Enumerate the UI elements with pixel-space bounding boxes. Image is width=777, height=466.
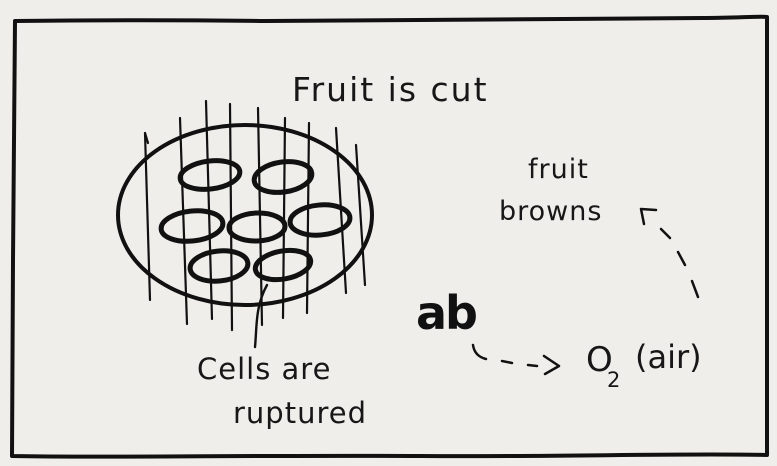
oxygen-note: (air) — [635, 338, 702, 376]
arrow-to-browning-dash-1 — [692, 281, 698, 297]
diagram-title: Fruit is cut — [292, 70, 489, 109]
cell-3 — [160, 208, 225, 244]
cells-label-line1: Cells are — [197, 352, 331, 386]
slice-line-5 — [258, 108, 262, 325]
cell-2 — [252, 158, 314, 196]
cell-4 — [229, 212, 286, 242]
oxygen-subscript: 2 — [607, 368, 620, 392]
slice-line-9 — [356, 145, 365, 285]
arrow-to-oxygen-dash-3 — [528, 365, 537, 366]
browning-label-line2: browns — [499, 196, 602, 227]
cell-6 — [189, 248, 250, 284]
browning-label-line1: fruit — [528, 154, 589, 185]
arrow-to-browning — [641, 209, 698, 297]
enzyme-symbol: ab — [416, 286, 476, 340]
cells — [160, 157, 352, 284]
arrow-to-oxygen-dash-1 — [473, 345, 486, 359]
slice-line-4 — [230, 104, 232, 330]
arrow-to-oxygen-head — [544, 356, 559, 374]
arrow-to-browning-dash-2 — [678, 252, 685, 265]
arrow-to-browning-dash-3 — [661, 229, 670, 238]
arrow-to-browning-head — [641, 209, 656, 224]
arrow-to-oxygen-dash-2 — [502, 361, 512, 363]
arrow-to-oxygen — [473, 345, 559, 374]
cells-label-line2: ruptured — [233, 396, 367, 430]
cell-1 — [179, 157, 242, 192]
slice-line-7 — [307, 123, 309, 313]
